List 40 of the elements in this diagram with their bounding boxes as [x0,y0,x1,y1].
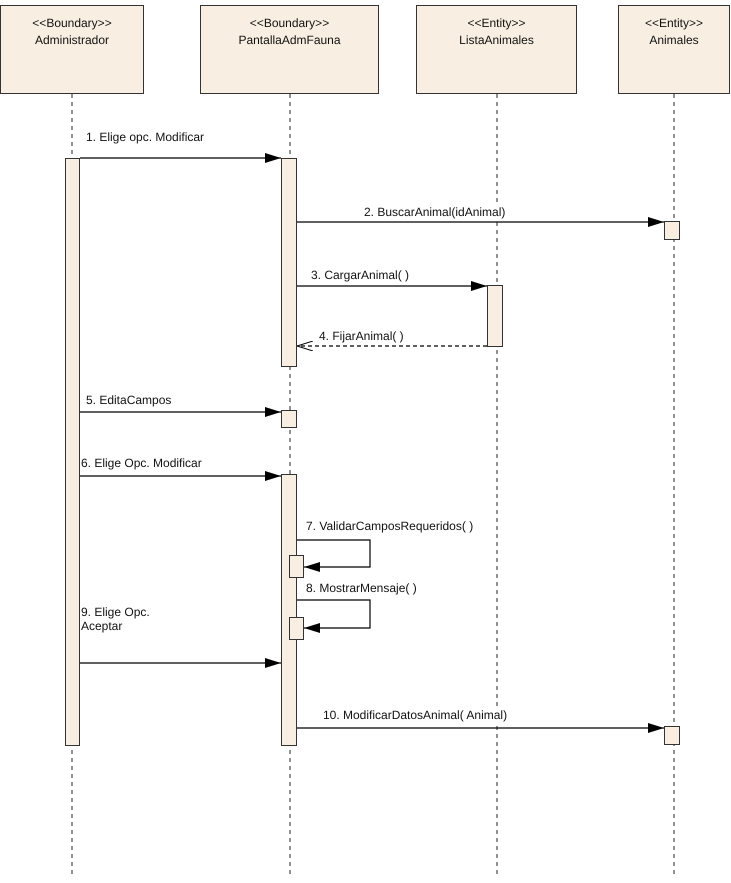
lifeline-head [416,5,577,94]
message-label: 4. FijarAnimal( ) [318,329,405,343]
message-label: 6. Elige Opc. Modificar [80,456,203,470]
stereotype-label: <<Entity>> [466,15,527,32]
message-arrow [80,658,281,668]
lifeline-head [0,5,144,94]
message-label: 3. CargarAnimal( ) [310,268,410,282]
activation-bar [664,221,680,240]
lifeline-name: Administrador [34,32,110,49]
message-label: 10. ModificarDatosAnimal( Animal) [322,708,508,722]
activation-bar [289,555,304,578]
lifeline-head [618,5,730,94]
message-arrow [297,281,487,291]
activation-bar [281,410,297,428]
lifeline-name: ListaAnimales [458,32,535,49]
message-label: 5. EditaCampos [85,393,172,407]
message-arrow [80,153,281,163]
stereotype-label: <<Boundary>> [31,15,113,32]
stereotype-label: <<Boundary>> [248,15,330,32]
message-label: 8. MostrarMensaje( ) [305,581,418,595]
self-message-arrow [297,599,371,633]
activation-bar [65,158,80,746]
message-arrow [80,407,281,417]
activation-bar [281,158,297,367]
lifeline-name: Animales [648,32,700,49]
message-arrow [297,723,664,733]
activation-bar [289,617,304,640]
lifeline-head [200,5,379,94]
message-label: 2. BuscarAnimal(idAnimal) [363,205,506,219]
activation-bar [281,474,297,746]
self-message-arrow [297,539,371,572]
return-message-arrow [296,340,487,352]
message-arrow [80,471,281,481]
activation-bar [487,285,503,347]
stereotype-label: <<Entity>> [644,15,704,32]
message-arrow [297,217,664,227]
message-label: 1. Elige opc. Modificar [85,130,206,144]
lifeline-name: PantallaAdmFauna [237,32,342,49]
activation-bar [664,726,680,745]
message-label: 7. ValidarCamposRequeridos( ) [305,519,474,533]
